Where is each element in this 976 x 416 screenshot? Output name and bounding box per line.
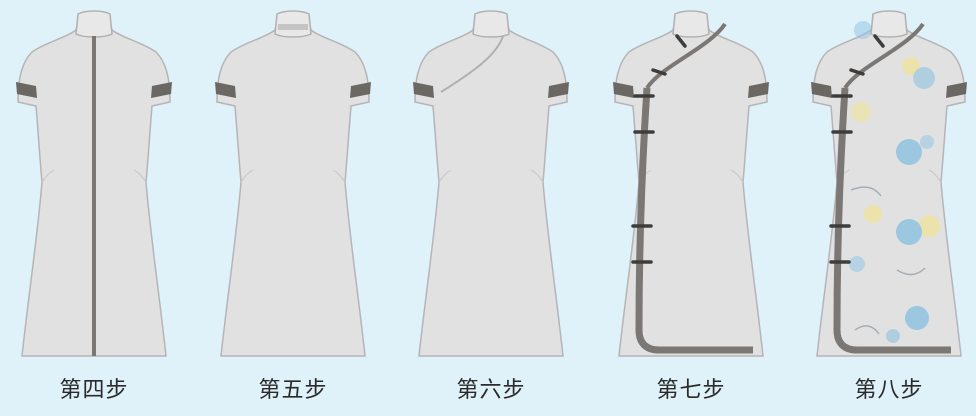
dress-body: [412, 13, 570, 357]
diagonal-opening: [440, 35, 504, 93]
step-5: 第五步: [205, 0, 381, 416]
step-8: 第八步: [801, 0, 976, 416]
qipao-step-6-drawing: [412, 10, 570, 357]
floral-print: [849, 21, 940, 343]
step-6: 第六步: [403, 0, 579, 416]
qipao-step-4-drawing: [15, 10, 173, 357]
collar-detail: [278, 24, 308, 30]
qipao-step-7-drawing: [612, 10, 770, 357]
step-4: 第四步: [6, 0, 182, 416]
qipao-step-5-drawing: [214, 10, 372, 357]
dress-body: [214, 13, 372, 357]
step-label: 第七步: [656, 378, 726, 403]
step-label: 第五步: [258, 378, 328, 403]
step-label: 第四步: [59, 378, 129, 403]
qipao-step-8-drawing: [810, 10, 968, 357]
step-7: 第七步: [603, 0, 779, 416]
step-label: 第六步: [456, 378, 526, 403]
step-label: 第八步: [854, 378, 924, 403]
